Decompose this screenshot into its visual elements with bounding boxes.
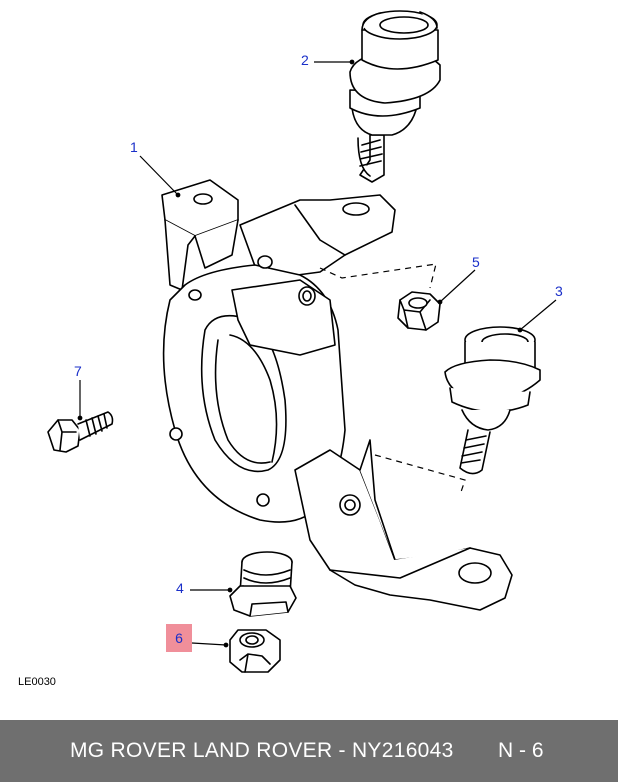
bolt-7 xyxy=(47,411,114,453)
callout-4: 4 xyxy=(176,580,184,596)
exploded-parts-diagram: 1 2 3 4 5 6 7 LE0030 xyxy=(18,10,563,688)
callout-5: 5 xyxy=(472,254,480,270)
callout-6-highlight: 6 xyxy=(166,624,192,652)
threaded-insert-4 xyxy=(229,551,297,617)
upper-ball-joint xyxy=(349,10,441,183)
footer-title: MG ROVER LAND ROVER - NY216043 xyxy=(70,739,454,762)
steering-knuckle xyxy=(161,179,513,611)
callout-6: 6 xyxy=(175,630,183,646)
footer-bar: MG ROVER LAND ROVER - NY216043 N - 6 xyxy=(0,720,618,782)
callout-3: 3 xyxy=(555,283,563,299)
assembly-dashed-lines xyxy=(319,263,466,496)
footer-page-number: N - 6 xyxy=(498,739,544,762)
callout-1: 1 xyxy=(130,139,138,155)
nut-5 xyxy=(397,291,441,331)
nut-6 xyxy=(229,629,281,673)
callout-2: 2 xyxy=(301,52,309,68)
diagram-code: LE0030 xyxy=(18,676,56,688)
callout-7: 7 xyxy=(74,363,82,379)
leader-lines xyxy=(77,59,557,648)
diagram-drawing xyxy=(47,10,557,673)
lower-ball-joint xyxy=(444,326,541,475)
